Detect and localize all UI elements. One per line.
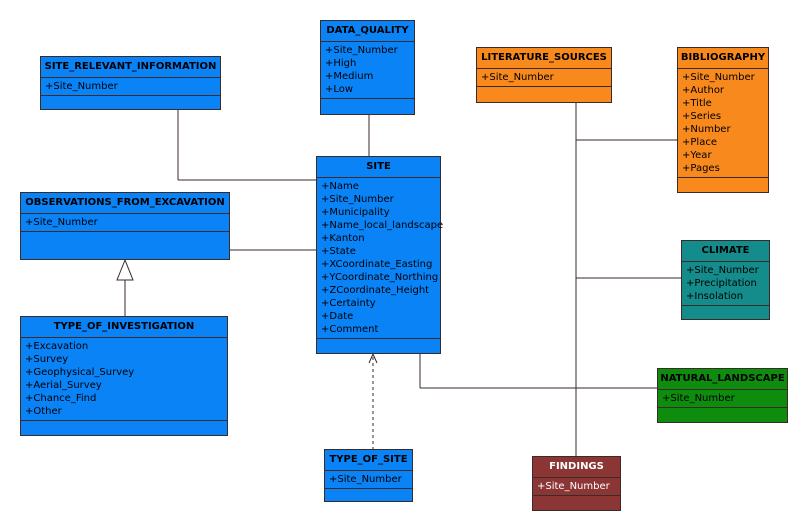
class-name: LITERATURE_SOURCES [477, 48, 611, 69]
class-climate[interactable]: CLIMATE +Site_Number +Precipitation +Insol… [681, 240, 770, 320]
generalization-arrowhead [116, 258, 134, 281]
class-attribute: +Comment [321, 324, 379, 335]
class-attribute: +State [321, 246, 356, 257]
class-site-relevant-information[interactable]: SITE_RELEVANT_INFORMATION +Site_Number [40, 56, 221, 110]
class-literature-sources[interactable]: LITERATURE_SOURCES +Site_Number [476, 47, 612, 103]
class-operations [21, 421, 227, 430]
class-attribute: +Excavation [25, 341, 89, 352]
class-attributes: +Site_Number [41, 78, 220, 96]
class-attributes: +Excavation +Survey +Geophysical_Survey +Ae… [21, 338, 227, 421]
class-attribute: +Site_Number [321, 194, 394, 205]
class-name: DATA_QUALITY [321, 21, 414, 42]
class-type-of-investigation[interactable]: TYPE_OF_INVESTIGATION +Excavation +Survey… [20, 316, 228, 436]
class-operations [658, 408, 787, 417]
class-attribute: +Precipitation [686, 278, 757, 289]
class-attribute: +Pages [682, 163, 720, 174]
class-attribute: +Site_Number [45, 81, 118, 92]
class-findings[interactable]: FINDINGS +Site_Number [532, 456, 621, 511]
class-name: CLIMATE [682, 241, 769, 262]
class-attribute: +Year [682, 150, 712, 161]
class-name: OBSERVATIONS_FROM_EXCAVATION [21, 193, 229, 214]
class-attribute: +Survey [25, 354, 69, 365]
class-observations-from-excavation[interactable]: OBSERVATIONS_FROM_EXCAVATION +Site_Numbe… [20, 192, 230, 260]
class-attributes: +Site_Number [658, 390, 787, 408]
class-operations [533, 496, 620, 505]
class-attribute: +Municipality [321, 207, 390, 218]
class-attribute: +Site_Number [682, 72, 755, 83]
class-attribute: +Other [25, 406, 62, 417]
class-attribute: +XCoordinate_Easting [321, 259, 433, 270]
class-attribute: +Series [682, 111, 722, 122]
class-attributes: +Name +Site_Number +Municipality +Name_loca… [317, 178, 444, 339]
class-attribute: +Site_Number [329, 474, 402, 485]
class-operations [317, 339, 440, 348]
class-attributes: +Site_Number +Precipitation +Insolation [682, 262, 769, 306]
class-operations [678, 178, 768, 187]
class-attribute: +Medium [325, 71, 374, 82]
class-attribute: +Site_Number [686, 265, 759, 276]
dependency-arrowhead [368, 352, 378, 364]
class-natural-landscape[interactable]: NATURAL_LANDSCAPE +Site_Number [657, 368, 788, 423]
class-attribute: +Aerial_Survey [25, 380, 102, 391]
class-name: BIBLIOGRAPHY [678, 48, 768, 69]
class-operations [41, 96, 220, 105]
class-attribute: +High [325, 58, 357, 69]
class-attribute: +Site_Number [537, 481, 610, 492]
class-attribute: +Date [321, 311, 354, 322]
class-attribute: +Site_Number [481, 72, 554, 83]
class-operations [321, 99, 414, 108]
class-attribute: +Kanton [321, 233, 365, 244]
class-attributes: +Site_Number [325, 471, 412, 489]
class-attributes: +Site_Number [533, 478, 620, 496]
class-attribute: +Low [325, 84, 354, 95]
class-attribute: +Site_Number [662, 393, 735, 404]
class-attribute: +Geophysical_Survey [25, 367, 135, 378]
class-attribute: +Chance_Find [25, 393, 97, 404]
class-operations [682, 306, 769, 315]
class-attribute: +Name [321, 181, 359, 192]
class-attributes: +Site_Number +Author +Title +Series +Number +… [678, 69, 768, 178]
class-name: SITE_RELEVANT_INFORMATION [41, 57, 220, 78]
class-site[interactable]: SITE +Name+Site_Number+Municipality+Name… [316, 156, 444, 354]
class-attributes: +Site_Number [21, 214, 229, 232]
class-attributes: +Site_Number [477, 69, 611, 87]
class-operations [477, 87, 611, 96]
class-attribute: +Name_local_landscape [321, 220, 444, 231]
class-name: SITE [317, 157, 440, 178]
class-type-of-site[interactable]: TYPE_OF_SITE +Site_Number [324, 449, 413, 502]
class-attribute: +YCoordinate_Northing [321, 272, 439, 283]
class-name: TYPE_OF_INVESTIGATION [21, 317, 227, 338]
class-attribute: +Site_Number [25, 217, 98, 228]
class-name: NATURAL_LANDSCAPE [658, 369, 787, 390]
class-data-quality[interactable]: DATA_QUALITY +Site_Number +High +Medium +Lo… [320, 20, 415, 115]
class-attribute: +Number [682, 124, 731, 135]
class-attribute: +Certainty [321, 298, 376, 309]
class-operations [21, 232, 229, 241]
class-name: FINDINGS [533, 457, 620, 478]
class-name: TYPE_OF_SITE [325, 450, 412, 471]
class-attribute: +Site_Number [325, 45, 398, 56]
class-attribute: +Place [682, 137, 717, 148]
class-attribute: +Insolation [686, 291, 744, 302]
class-attribute: +Author [682, 85, 725, 96]
class-attribute: +Title [682, 98, 712, 109]
class-attribute: +ZCoordinate_Height [321, 285, 430, 296]
class-attributes: +Site_Number +High +Medium +Low [321, 42, 414, 99]
class-operations [325, 489, 412, 498]
class-bibliography[interactable]: BIBLIOGRAPHY +Site_Number+Author+Title+S… [677, 47, 769, 193]
